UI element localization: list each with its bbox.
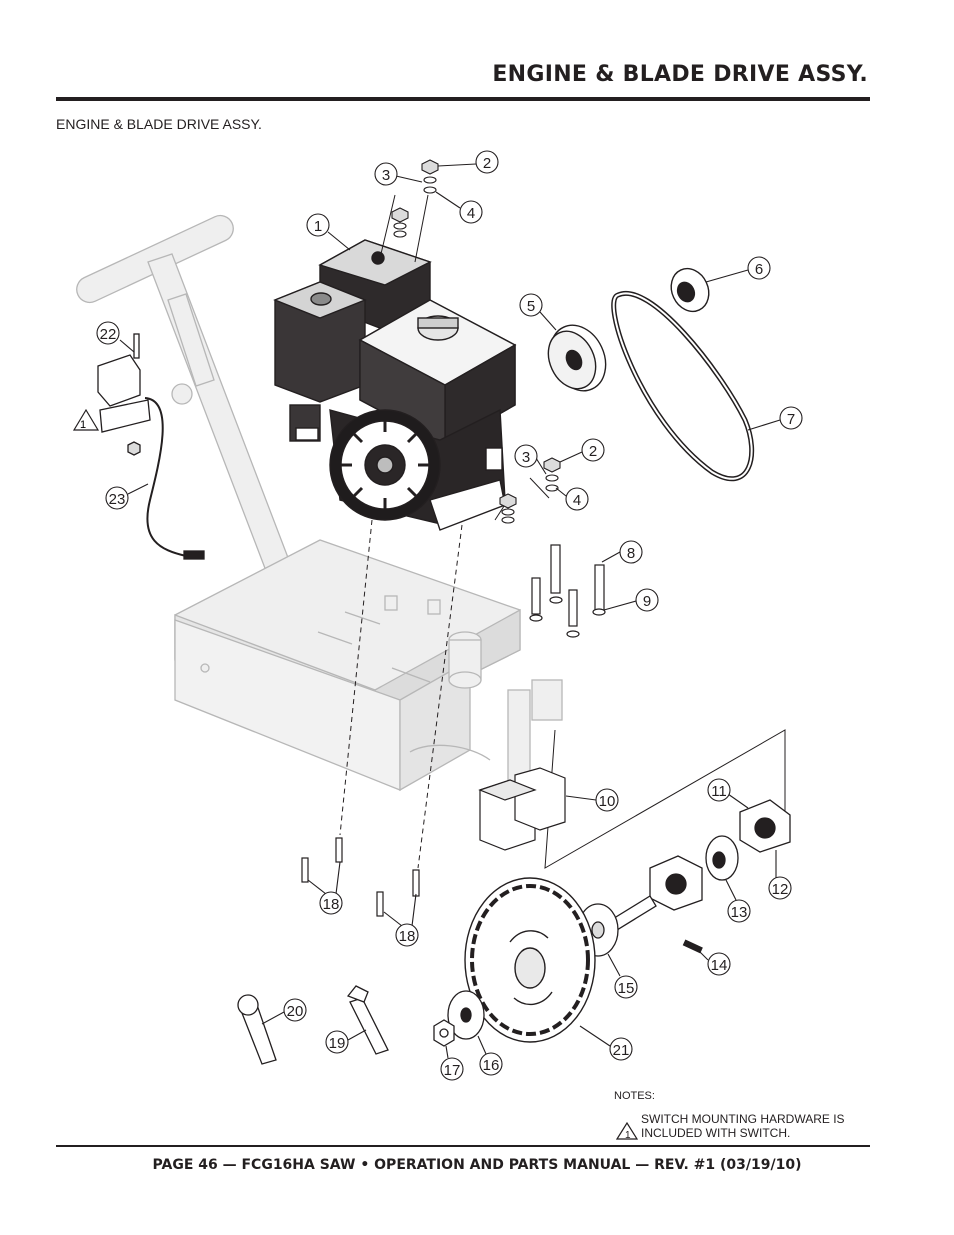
- callout-3b: 3: [514, 444, 547, 475]
- callout-18a: 18: [307, 861, 343, 915]
- svg-text:9: 9: [643, 593, 651, 610]
- callout-18b: 18: [383, 893, 419, 947]
- svg-text:10: 10: [599, 793, 616, 810]
- kill-switch-assembly: [97, 333, 205, 560]
- svg-text:14: 14: [711, 957, 728, 974]
- callout-2b: 2: [559, 438, 605, 463]
- exploded-parts-diagram: 1 1 2 3 4 2 3 4 5 6 7 8 9 10 11 12 13 14…: [72, 150, 803, 1081]
- callout-2: 2: [437, 150, 499, 174]
- svg-text:4: 4: [467, 205, 475, 222]
- mount-blocks: [478, 767, 566, 851]
- note-symbol-number: 1: [625, 1130, 631, 1140]
- wrench-tools: [237, 985, 389, 1065]
- diamond-blade: [464, 877, 596, 1043]
- footer-rule: [56, 1145, 870, 1147]
- callout-15: 15: [607, 953, 638, 999]
- callout-5: 5: [519, 293, 557, 331]
- svg-text:1: 1: [314, 218, 322, 235]
- svg-text:5: 5: [527, 298, 535, 315]
- shaft-bearing-assembly: [597, 799, 791, 954]
- callout-22: 22: [96, 321, 135, 353]
- callout-11: 11: [707, 778, 749, 809]
- svg-text:11: 11: [711, 783, 727, 800]
- callout-14: 14: [699, 951, 731, 976]
- engine-assembly: [273, 239, 517, 531]
- svg-text:3: 3: [382, 167, 390, 184]
- page-title: ENGINE & BLADE DRIVE ASSY.: [492, 62, 868, 87]
- fastener-stacks: [391, 159, 561, 524]
- callout-3: 3: [374, 162, 423, 186]
- drive-pulley: [547, 324, 607, 392]
- callout-7: 7: [747, 406, 803, 431]
- section-subtitle: ENGINE & BLADE DRIVE ASSY.: [56, 116, 262, 132]
- svg-text:6: 6: [755, 261, 763, 278]
- svg-text:17: 17: [444, 1062, 461, 1079]
- note-text: SWITCH MOUNTING HARDWARE IS INCLUDED WIT…: [641, 1112, 845, 1140]
- warning-symbol-label: 1: [80, 419, 86, 431]
- callout-19: 19: [325, 1029, 367, 1054]
- callout-13: 13: [725, 879, 751, 923]
- callout-balloons: 1 2 3 4 2 3 4 5 6 7 8 9 10 11 12 13 14 1…: [96, 150, 803, 1081]
- warning-triangle-icon: [72, 408, 100, 431]
- note-warning-triangle-icon: 1: [615, 1122, 639, 1140]
- svg-text:23: 23: [109, 491, 126, 508]
- callout-6: 6: [705, 256, 771, 283]
- header-rule: [56, 97, 870, 101]
- svg-text:13: 13: [731, 904, 748, 921]
- svg-text:4: 4: [573, 492, 581, 509]
- taper-hub: [670, 267, 710, 313]
- svg-text:7: 7: [787, 411, 795, 428]
- callout-21: 21: [579, 1025, 633, 1061]
- svg-text:19: 19: [329, 1035, 346, 1052]
- v-belt: [611, 290, 755, 482]
- callout-10: 10: [565, 788, 619, 812]
- callout-20: 20: [261, 998, 307, 1025]
- callout-17: 17: [440, 1045, 464, 1081]
- inner-flange: [447, 990, 485, 1040]
- svg-text:8: 8: [627, 545, 635, 562]
- svg-text:12: 12: [772, 881, 789, 898]
- callout-9: 9: [603, 588, 659, 612]
- notes-title: NOTES:: [614, 1090, 655, 1102]
- svg-text:2: 2: [589, 443, 597, 460]
- svg-text:18: 18: [323, 896, 340, 913]
- svg-text:18: 18: [399, 928, 416, 945]
- svg-text:16: 16: [483, 1057, 500, 1074]
- svg-text:15: 15: [618, 980, 635, 997]
- page-footer: PAGE 46 — FCG16HA SAW • OPERATION AND PA…: [152, 1157, 802, 1173]
- frame-screws: [301, 837, 420, 917]
- engine-mount-bolts: [529, 544, 606, 638]
- callout-4b: 4: [555, 487, 589, 511]
- svg-text:22: 22: [100, 326, 117, 343]
- svg-text:2: 2: [483, 155, 491, 172]
- callout-23: 23: [105, 483, 149, 510]
- svg-text:20: 20: [287, 1003, 304, 1020]
- saw-frame-ghost: [76, 214, 563, 792]
- callout-8: 8: [601, 540, 643, 564]
- svg-text:3: 3: [522, 449, 530, 466]
- callout-16: 16: [477, 1035, 503, 1076]
- blade-nut: [433, 1019, 455, 1047]
- svg-text:21: 21: [613, 1042, 630, 1059]
- callout-4: 4: [435, 191, 483, 224]
- callout-1: 1: [306, 213, 351, 251]
- callout-12: 12: [768, 850, 792, 900]
